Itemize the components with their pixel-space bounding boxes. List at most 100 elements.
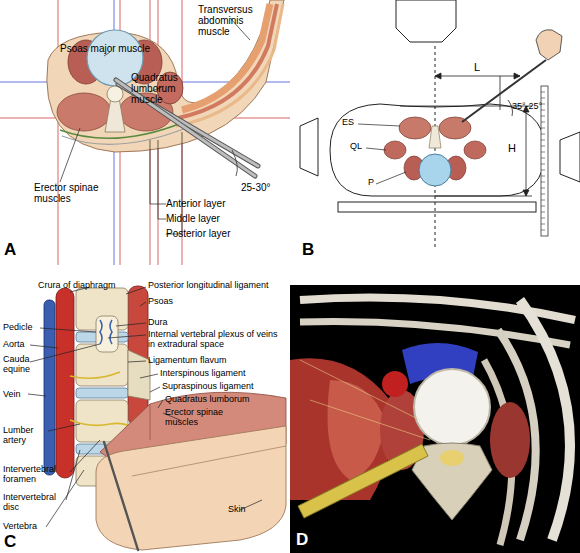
panel-a-body-section xyxy=(47,0,284,152)
angle-label: 25-30° xyxy=(241,182,291,193)
anatomy-label: Dura xyxy=(148,317,208,327)
anatomy-label: Psoas xyxy=(148,296,208,306)
panel-b-leaders xyxy=(366,148,386,150)
anatomy-label: Cauda equine xyxy=(3,354,37,374)
panel-b-dimensions xyxy=(435,73,441,79)
panel-b-dimensions xyxy=(508,100,513,116)
panel-b-dimensions xyxy=(400,73,532,196)
panel-c-leaders xyxy=(28,394,46,396)
panel-b-dimensions xyxy=(526,106,527,196)
anatomy-label: Supraspinous ligament xyxy=(162,381,282,391)
panel-d-render xyxy=(414,369,490,445)
panel-b-dimensions xyxy=(435,196,532,197)
panel-c-leaders xyxy=(108,335,146,338)
panel-b-anatomy xyxy=(419,154,451,186)
panel-c-nerves xyxy=(70,372,120,378)
panel-d-render xyxy=(382,371,408,397)
panel-c-tissue-block xyxy=(96,426,286,550)
panel-a-body-section xyxy=(62,128,186,144)
panel-b-needle-ruler xyxy=(462,60,546,122)
panel-letter: A xyxy=(4,240,24,259)
panel-c-leaders xyxy=(126,287,146,294)
panel-c-leaders xyxy=(66,450,80,500)
panel-b-leaders xyxy=(358,124,406,184)
panel-c-spine xyxy=(128,350,150,400)
muscle-label: Erector spinae muscles xyxy=(34,182,112,204)
panel-b-needle-ruler xyxy=(541,92,545,230)
panel-b-ct-gantry xyxy=(300,118,318,176)
dimension-label: H xyxy=(508,142,522,154)
muscle-label: Quadratus lumborum muscle xyxy=(131,72,189,106)
panel-a-guides xyxy=(0,0,290,265)
panel-a-body-section xyxy=(47,0,284,152)
muscle-label: Transversus abdominis muscle xyxy=(198,4,264,38)
panel-b-anatomy xyxy=(439,117,471,139)
panel-c-tissue-block xyxy=(132,446,286,476)
panel-b-needle-ruler xyxy=(536,30,562,60)
panel-b-leaders xyxy=(376,172,406,184)
dimension-label: L xyxy=(474,61,488,73)
panel-c-leaders xyxy=(158,400,163,408)
panel-a-body-section xyxy=(176,4,283,126)
fascia-layer-label: Posterior layer xyxy=(166,228,256,239)
panel-b-ct-gantry xyxy=(338,202,536,212)
anatomy-label: Intervertebral foramen xyxy=(3,464,71,484)
panel-c-leaders xyxy=(140,302,146,306)
panel-b-leaders xyxy=(358,124,400,126)
panel-letter: D xyxy=(296,530,316,549)
panel-c-leaders xyxy=(40,328,96,332)
anatomy-label: Crura of diaphragm xyxy=(38,280,148,290)
panel-b-dimensions xyxy=(435,76,520,77)
fascia-layer-label: Anterior layer xyxy=(166,198,256,209)
panel-b-anatomy xyxy=(384,117,486,186)
panel-b-anatomy xyxy=(384,141,406,159)
anatomy-label: Internal vertebral plexus of veins in ex… xyxy=(148,329,286,349)
fascia-layer-label: Middle layer xyxy=(166,213,256,224)
panel-a-leaders xyxy=(60,128,80,182)
angle-label: 35°-25° xyxy=(512,101,562,111)
panel-b-ct-gantry xyxy=(560,132,580,182)
panel-a-body-section xyxy=(182,4,270,110)
panel-c-leaders xyxy=(140,374,158,378)
anatomy-label: Pedicle xyxy=(3,322,53,332)
anatomy-label: Vertebra xyxy=(3,521,53,531)
anatomy-label: Aorta xyxy=(3,339,43,349)
anatomy-label: Vein xyxy=(3,389,33,399)
panel-b-needle-ruler xyxy=(462,30,562,236)
muscle-abbreviation: P xyxy=(368,177,382,187)
panel-d-render xyxy=(300,360,430,440)
panel-c-leaders xyxy=(70,440,100,472)
panel-b-anatomy xyxy=(399,117,431,139)
panel-a-needles xyxy=(232,150,237,176)
panel-c-leaders xyxy=(150,387,160,392)
panel-d-render xyxy=(490,402,530,478)
panel-c-spine xyxy=(76,388,128,398)
panel-d-render xyxy=(328,380,386,480)
panel-c-leaders xyxy=(116,323,146,326)
panel-d-render xyxy=(300,321,570,345)
panel-b-ct-gantry xyxy=(396,0,456,42)
muscle-label: Psoas major muscle xyxy=(60,43,160,54)
panel-c-vessels xyxy=(44,300,55,475)
anatomy-label: Posterior longitudinal ligament xyxy=(148,280,288,290)
panel-b-anatomy xyxy=(429,126,441,148)
panel-c-tissue-block xyxy=(150,404,151,440)
anatomy-label: Quadratus lumborum xyxy=(165,394,285,404)
panel-a-body-section xyxy=(57,93,111,131)
panel-d-render xyxy=(290,285,580,553)
panel-b-anatomy xyxy=(464,141,486,159)
panel-c-tissue-block xyxy=(96,392,286,550)
panel-b-dimensions xyxy=(514,73,520,79)
anatomy-label: Intervertebral disc xyxy=(3,492,67,512)
panel-b-ct-gantry xyxy=(330,104,545,196)
panel-c-leaders xyxy=(30,344,100,362)
panel-c-needle xyxy=(104,442,138,550)
panel-a-guides xyxy=(58,0,59,265)
anatomy-label: Ligamentum flavum xyxy=(148,355,278,365)
panel-c-needle xyxy=(104,442,138,550)
anatomy-label: Interspinous ligament xyxy=(160,368,280,378)
anatomy-label: Erector spinae muscles xyxy=(165,407,235,427)
